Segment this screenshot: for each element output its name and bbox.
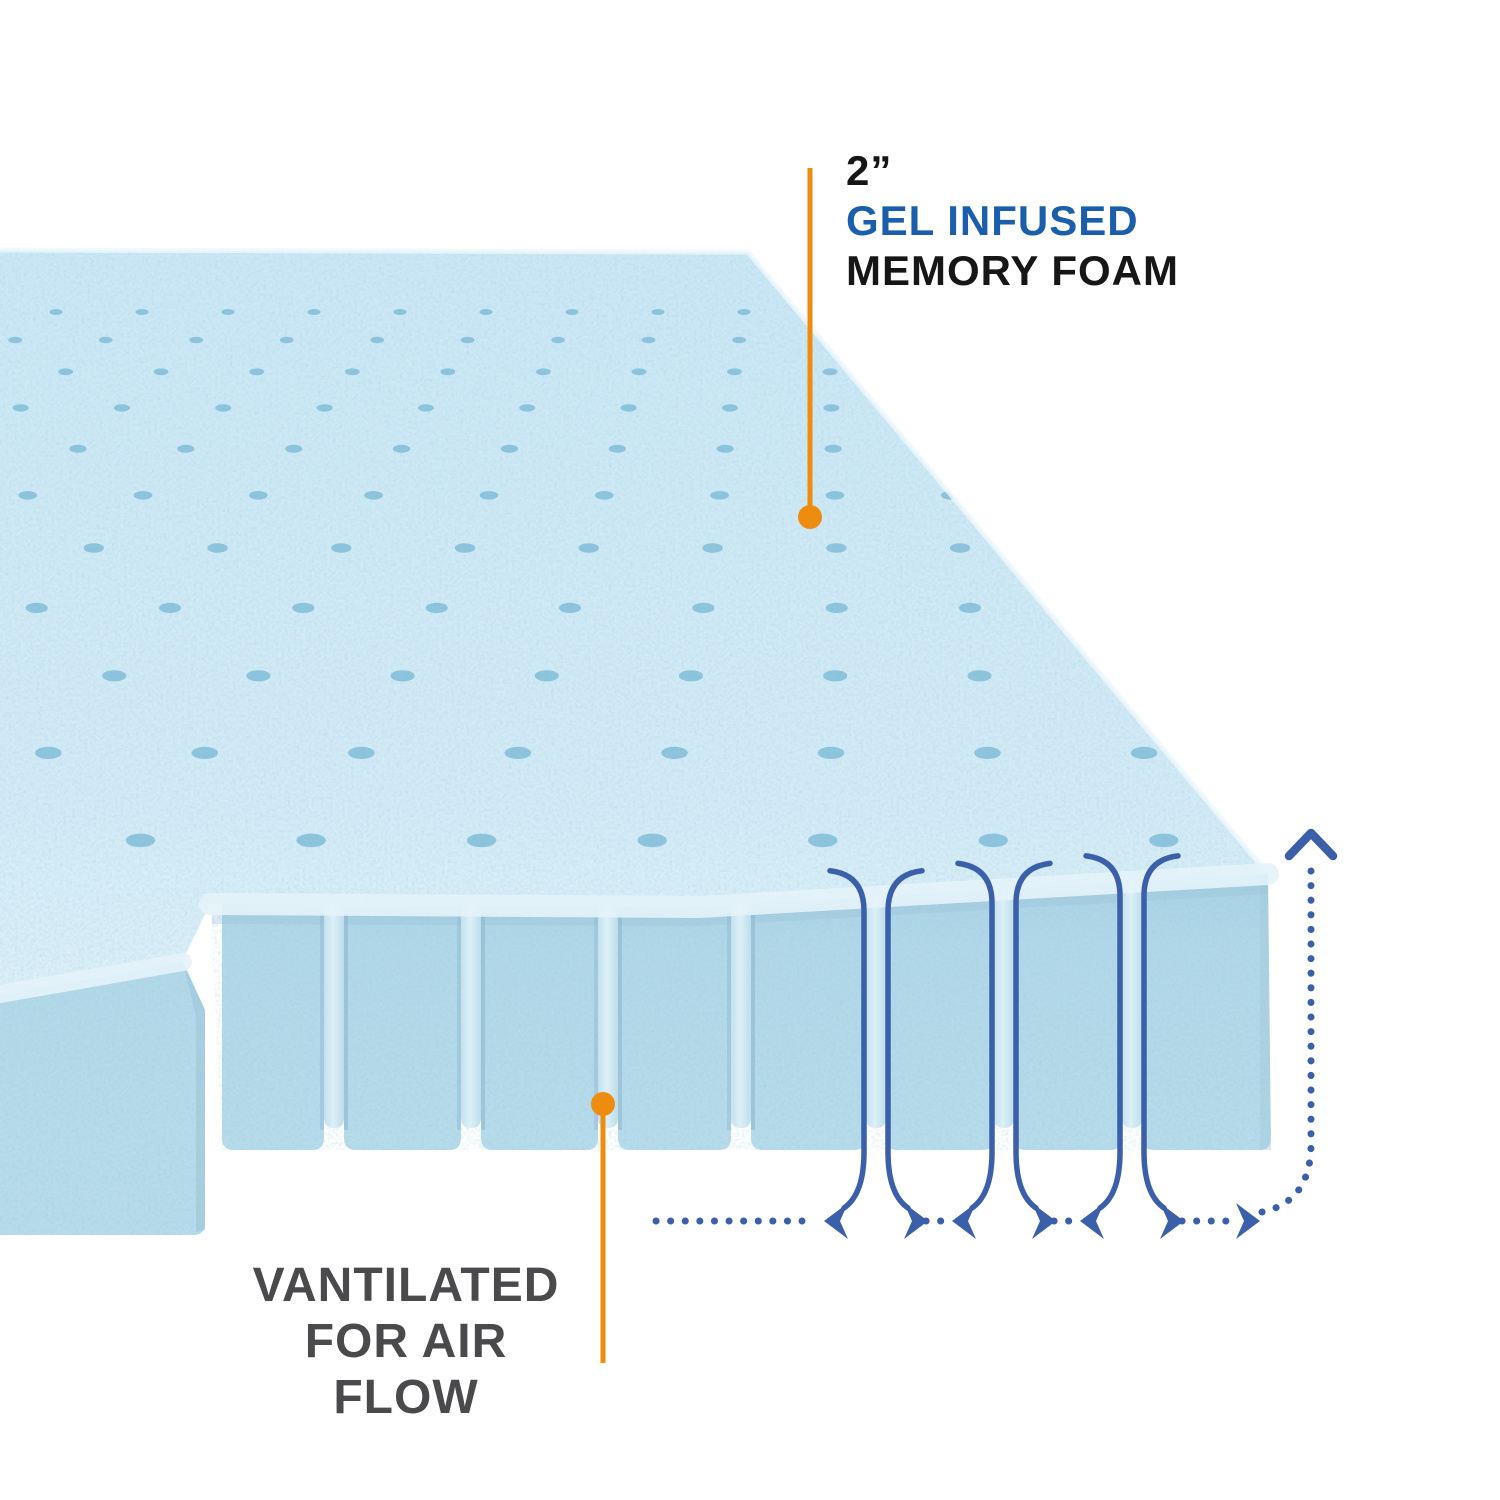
gel-infused-label: GEL INFUSED [846,197,1139,244]
right-arrowhead-icon [1236,1203,1260,1239]
mattress-corner-block [0,953,205,1235]
airflow-dotted-path [652,854,1315,1225]
up-arrowhead-icon [1284,828,1338,861]
memory-foam-label: MEMORY FOAM [846,247,1179,294]
ventilated-label-line1: VANTILATED [252,1259,560,1312]
ventilated-label: VANTILATED FOR AIR FLOW [232,1258,580,1426]
airflow-annotation [652,828,1338,1239]
airflow-channel-arrows [824,853,1184,1239]
ventilated-label-line2: FOR AIR FLOW [304,1315,508,1424]
thickness-callout-label: 2” GEL INFUSED MEMORY FOAM [846,146,1179,296]
bottom-callout-dot [591,1092,615,1116]
top-callout-dot [798,505,822,529]
mattress-front-face [199,863,1279,1150]
callout-markers [591,168,822,1363]
size-label: 2” [846,147,893,194]
